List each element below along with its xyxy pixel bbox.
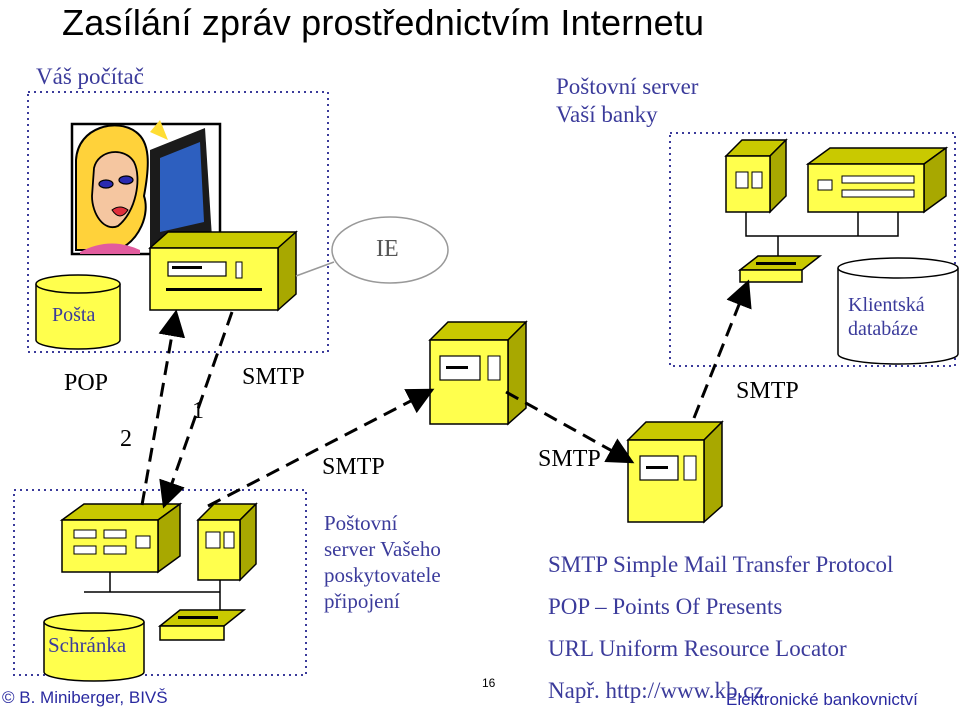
posta-mailbox-cylinder (35, 274, 121, 350)
legend-pop: POP – Points Of Presents (548, 594, 783, 619)
arrow-bank-internal (692, 279, 752, 419)
bank-incoming-server-icon (626, 420, 724, 524)
woman-at-computer-clipart (70, 120, 222, 256)
isp-label-line4: připojení (324, 589, 400, 613)
smtp-label-client: SMTP (242, 364, 305, 390)
bank-server-icon (805, 146, 949, 214)
client-database-cylinder (837, 257, 959, 365)
footer-author: © B. Miniberger, BIVŠ (2, 688, 168, 707)
legend-example-url: Např. http://www.kb.cz (548, 678, 764, 703)
isp-label-line3: poskytovatele (324, 563, 441, 587)
client-db-label-line1: Klientská (848, 294, 925, 316)
legend-smtp: SMTP Simple Mail Transfer Protocol (548, 552, 894, 577)
arrow-relay-to-bank (505, 390, 635, 464)
your-computer-boundary (27, 91, 329, 353)
pop-label: POP (64, 370, 109, 396)
ie-ellipse (331, 216, 449, 284)
step-1-label: 1 (192, 398, 204, 424)
ie-label: IE (376, 236, 399, 262)
bank-server-label-line2: Vaší banky (556, 102, 658, 127)
isp-server-icon (59, 502, 183, 574)
arrow-pop-retrieve (140, 309, 186, 506)
smtp-label-isp: SMTP (322, 454, 385, 480)
client-computer-icon (148, 230, 298, 312)
bank-server-tower-icon (724, 138, 788, 214)
legend-url: URL Uniform Resource Locator (548, 636, 847, 661)
schranka-label: Schránka (48, 633, 127, 657)
posta-label: Pošta (52, 304, 96, 326)
smtp-label-relay: SMTP (538, 446, 601, 472)
smtp-label-bank: SMTP (736, 378, 799, 404)
schranka-mailbox-cylinder (43, 612, 145, 682)
your-computer-label: Váš počítač (36, 64, 144, 89)
bank-server-label-line1: Poštovní server (556, 74, 699, 99)
arrow-smtp-send (159, 311, 234, 509)
page-number: 16 (482, 676, 496, 690)
slide-title: Zasílání zpráv prostřednictvím Internetu (62, 2, 705, 43)
isp-label-line1: Poštovní (324, 511, 398, 535)
step-2-label: 2 (120, 426, 132, 452)
isp-terminal-icon (157, 609, 247, 641)
footer-course: Elektronické bankovnictví (726, 690, 918, 709)
isp-label-line2: server Vašeho (324, 537, 441, 561)
isp-tower-icon (196, 502, 258, 582)
relay-server-icon (428, 320, 528, 426)
arrow-isp-to-relay (207, 388, 435, 508)
client-db-label-line2: databáze (848, 318, 918, 340)
bank-server-boundary (669, 132, 956, 367)
bank-terminal-icon (737, 255, 823, 283)
